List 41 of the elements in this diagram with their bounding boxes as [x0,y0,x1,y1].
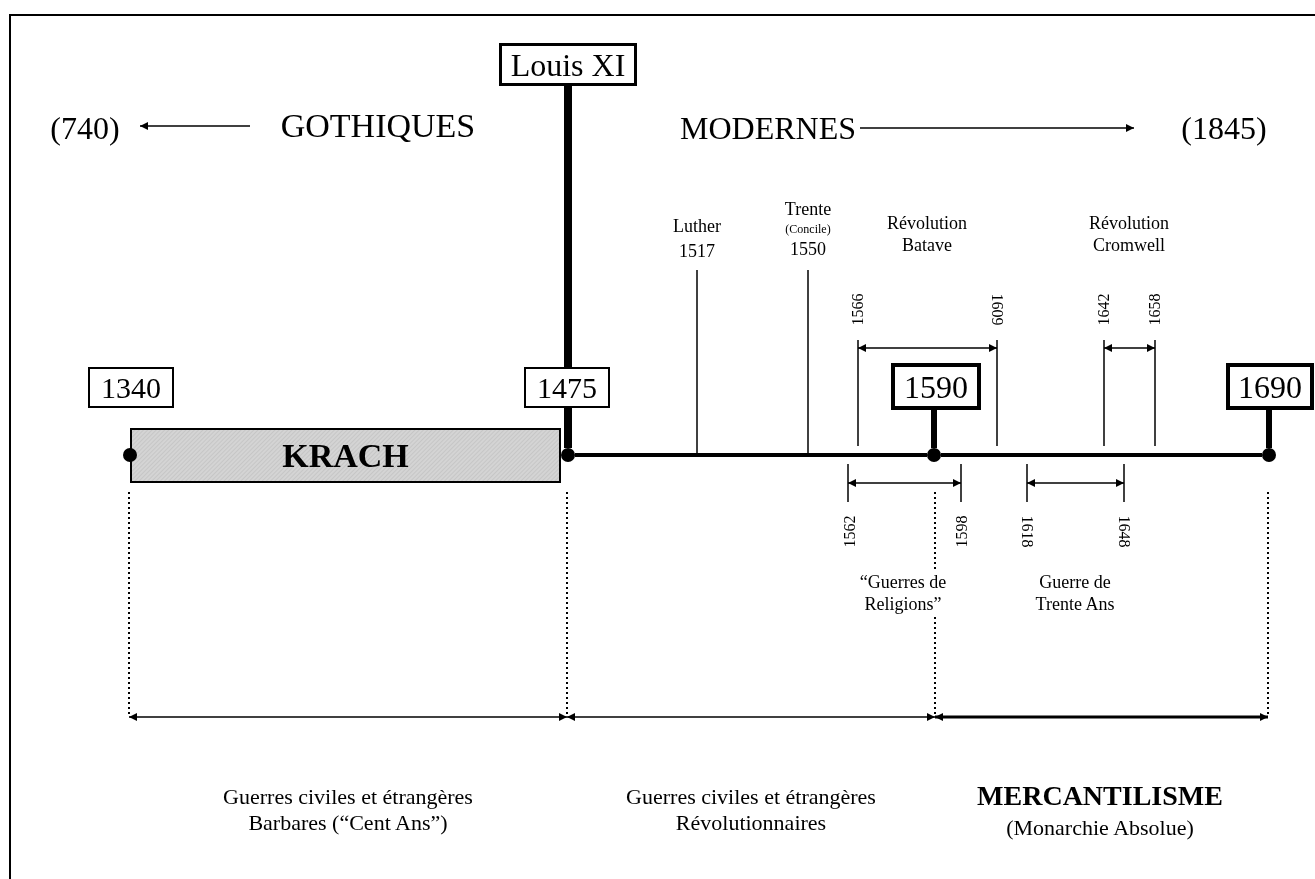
event-label: Luther [673,216,721,238]
timeline-dot [561,448,575,462]
connector-line [575,453,927,457]
period-label: (1845) [1134,106,1314,150]
year-label: 1609 [987,294,1007,326]
timeline-dot [927,448,941,462]
event-label: Révolution Batave [886,213,968,257]
period-label: MODERNES [676,106,860,150]
event-label: Révolution Cromwell [1088,213,1170,257]
period-description: Guerres civiles et étrangères Révolutionnaires [625,783,877,837]
year-label: 1618 [1017,516,1037,548]
event-label: Guerre de Trente Ans [1034,572,1116,616]
year-label: 1562 [840,516,860,548]
year-label: 1550 [790,239,826,261]
date-box: 1475 [524,367,610,408]
arrow [859,124,1135,132]
date-box: 1690 [1226,363,1314,410]
period-label: GOTHIQUES [250,104,506,148]
connector-line [931,410,937,448]
arrow [139,122,251,130]
period-description: Guerres civiles et étrangères Barbares (“Cent Ans”) [222,783,474,837]
date-box: 1590 [891,363,981,410]
year-label: 1566 [848,294,868,326]
connector-line [941,453,1262,457]
event-label: Trente [784,199,832,221]
period-bar: KRACH [130,428,561,483]
date-box: 1340 [88,367,174,408]
year-label: 1598 [952,516,972,548]
date-box: Louis XI [499,43,637,86]
period-subtitle: (Monarchie Absolue) [1006,814,1194,842]
year-label: 1517 [679,241,715,263]
connector-line [1266,410,1272,448]
connector-line [564,86,572,367]
period-label: (740) [30,106,140,150]
timeline-dot [1262,448,1276,462]
period-title: MERCANTILISME [977,779,1223,813]
event-note: (Concile) [785,221,831,237]
year-label: 1648 [1114,516,1134,548]
connector-line [564,408,572,448]
year-label: 1658 [1145,294,1165,326]
year-label: 1642 [1094,294,1114,326]
